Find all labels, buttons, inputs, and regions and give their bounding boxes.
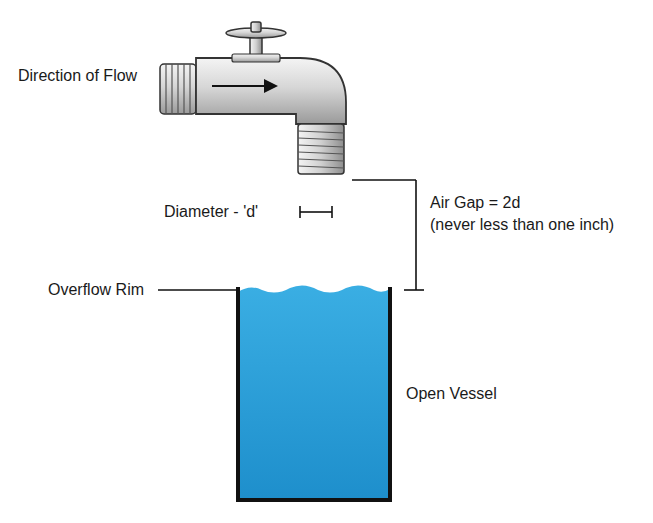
faucet-handle (226, 22, 286, 58)
flow-label: Direction of Flow (18, 66, 137, 85)
inlet-thread (160, 64, 196, 114)
dimension-label: Diameter - 'd' (164, 202, 258, 221)
air-gap-bracket (352, 180, 424, 290)
diameter-dimension (300, 206, 332, 218)
faucet-body (196, 58, 346, 124)
open-vessel (238, 285, 390, 500)
spout-thread (298, 124, 344, 174)
rim-leader (158, 289, 236, 290)
note-label: (never less than one inch) (430, 215, 614, 234)
vessel-label: Open Vessel (406, 384, 497, 403)
air-gap-label: Air Gap = 2d (430, 193, 520, 212)
faucet-collar (232, 54, 280, 62)
rim-label: Overflow Rim (48, 280, 144, 299)
flow-arrow (212, 79, 278, 93)
